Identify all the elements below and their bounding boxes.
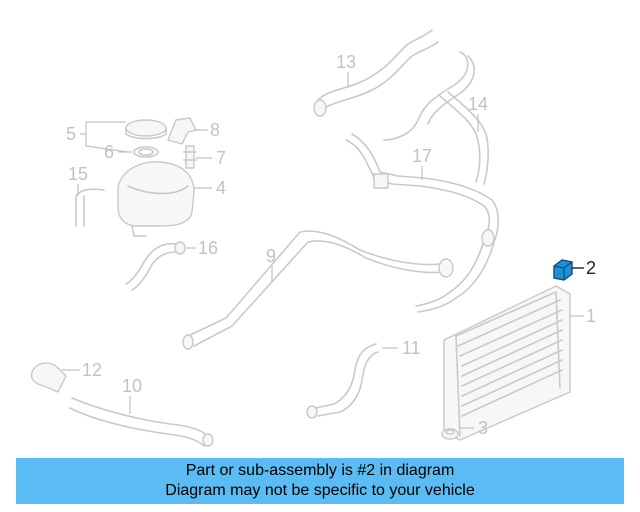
callout-4: 4 [216,178,226,198]
callout-6: 6 [104,142,114,162]
callout-9: 9 [266,246,276,266]
part-9-pipe [182,230,454,350]
part-15-hose [75,188,105,227]
callout-12: 12 [82,360,102,380]
part-16-hose [125,241,186,291]
part-14-hose [383,51,489,185]
part-17-pipe [345,133,500,313]
callout-15: 15 [68,164,88,184]
part-3-grommet [441,428,459,440]
part-1-radiator [443,285,571,441]
callout-13: 13 [336,52,356,72]
banner-line-2: Diagram may not be specific to your vehi… [165,482,475,499]
callout-17: 17 [412,146,432,166]
part-2-mount[interactable] [553,259,573,281]
part-6-seal [133,146,159,158]
part-5-cap [125,119,167,140]
callout-11: 11 [402,338,421,358]
callout-14: 14 [468,94,488,114]
part-4-reservoir [117,161,195,237]
callout-2[interactable]: 2 [586,258,596,278]
callout-1: 1 [586,306,596,326]
part-12-elbow [30,362,67,393]
banner-line-1: Part or sub-assembly is #2 in diagram [185,462,455,479]
part-10-hose [69,397,214,447]
part-13-hose [313,29,439,117]
callout-7: 7 [216,148,226,168]
part-7-sensor [183,145,197,169]
callout-8: 8 [210,120,220,140]
callout-16: 16 [198,238,218,258]
part-11-hose [306,343,379,419]
part-8-bracket [167,117,197,145]
info-banner: Part or sub-assembly is #2 in diagram Di… [16,458,624,504]
callout-5: 5 [66,124,76,144]
callout-10: 10 [122,376,142,396]
callout-3: 3 [478,418,488,438]
